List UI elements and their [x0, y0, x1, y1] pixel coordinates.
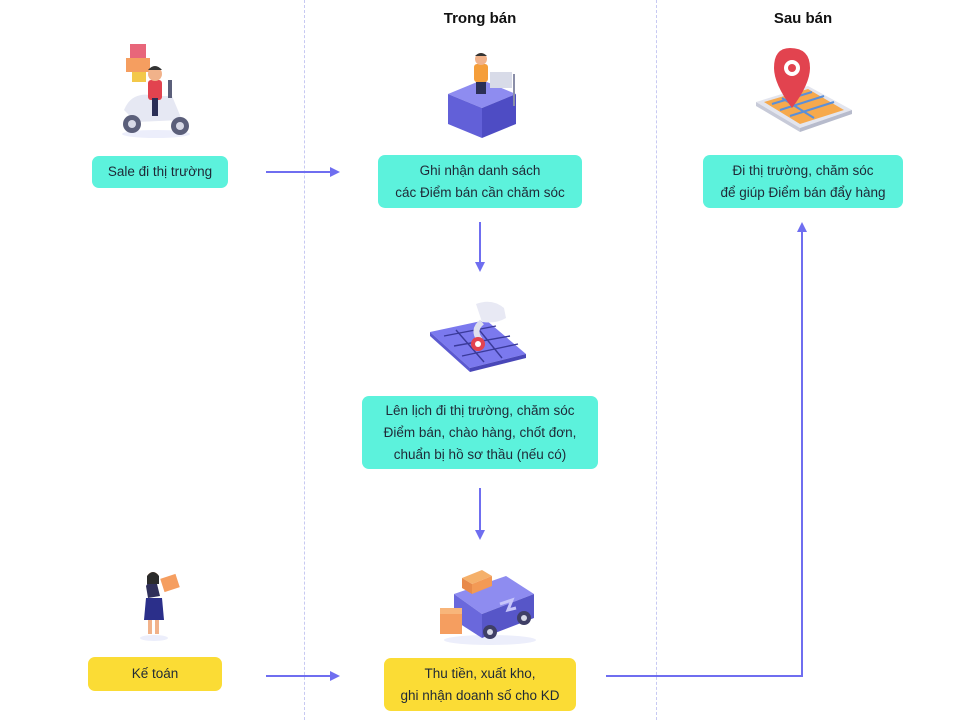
- node-len-lich-line-2: Điểm bán, chào hàng, chốt đơn,: [383, 424, 577, 440]
- delivery-truck-icon: [440, 570, 536, 645]
- node-sau-ban-line-2: để giúp Điểm bán đẩy hàng: [720, 184, 886, 200]
- column-divider-left: [304, 0, 305, 720]
- node-thu-tien: Thu tiền, xuất kho, ghi nhận doanh số ch…: [384, 658, 576, 711]
- node-thu-tien-line-2: ghi nhận doanh số cho KD: [400, 687, 560, 703]
- node-sale-di-thi-truong: Sale đi thị trường: [92, 156, 228, 188]
- arrow-thu-tien-to-sau-ban: [606, 222, 807, 677]
- column-divider-right: [656, 0, 657, 720]
- node-sale-line-1: Sale đi thị trường: [107, 164, 213, 179]
- node-ke-toan: Kế toán: [88, 657, 222, 691]
- node-ghi-nhan-danh-sach: Ghi nhận danh sách các Điểm bán cần chăm…: [378, 155, 582, 208]
- node-len-lich-line-3: chuẩn bị hồ sơ thầu (nếu có): [393, 446, 567, 462]
- node-sau-ban-line-1: Đi thị trường, chăm sóc: [732, 162, 874, 178]
- location-pin-tablet-icon: [756, 48, 852, 132]
- node-ghi-nhan-line-2: các Điểm bán cần chăm sóc: [395, 184, 565, 200]
- node-len-lich-line-1: Lên lịch đi thị trường, chăm sóc: [385, 402, 575, 418]
- map-route-icon: [430, 301, 526, 372]
- column-title-sau-ban: Sau bán: [773, 10, 833, 27]
- worker-at-desk-icon: [448, 53, 516, 138]
- accountant-woman-icon: [140, 572, 180, 641]
- node-thu-tien-line-1: Thu tiền, xuất kho,: [424, 665, 536, 681]
- node-ghi-nhan-line-1: Ghi nhận danh sách: [419, 162, 541, 178]
- node-sau-ban: Đi thị trường, chăm sóc để giúp Điểm bán…: [703, 155, 903, 208]
- node-len-lich: Lên lịch đi thị trường, chăm sóc Điểm bá…: [362, 396, 598, 469]
- node-ke-toan-line-1: Kế toán: [131, 666, 179, 681]
- column-title-trong-ban: Trong bán: [443, 10, 517, 27]
- delivery-scooter-icon: [122, 44, 190, 138]
